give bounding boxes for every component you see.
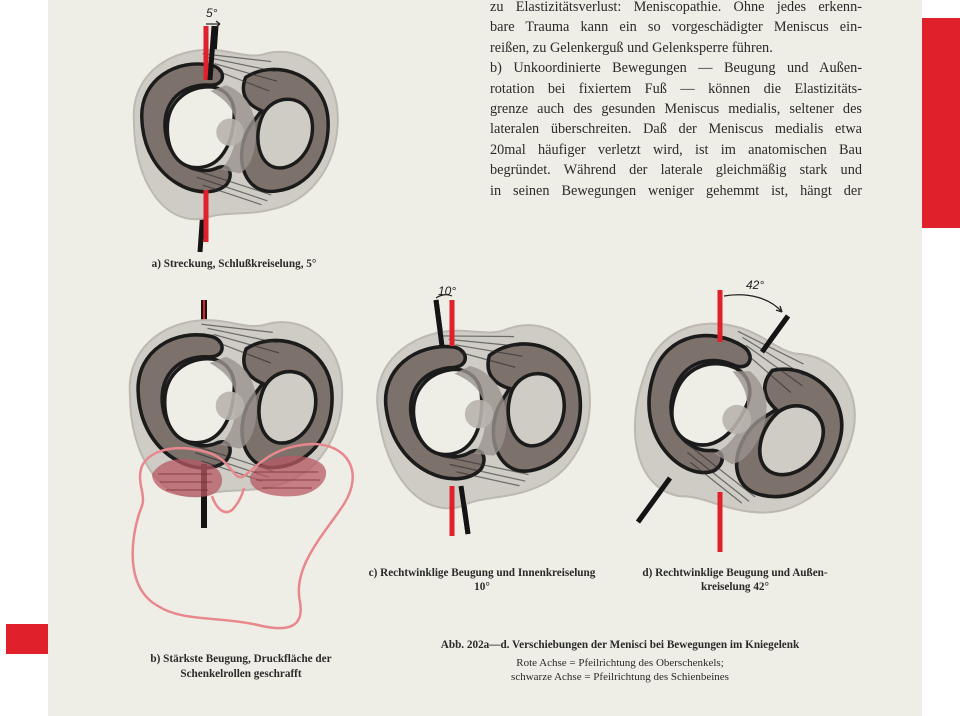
caption-c-line1: c) Rechtwinklige Beugung und Innenkreise… [368, 567, 596, 579]
caption-d-line2: kreiselung 42° [701, 581, 769, 593]
caption-b-line2: Schenkelrollen geschrafft [180, 668, 302, 680]
caption-d-line1: d) Rechtwinklige Beugung und Außen- [642, 567, 828, 579]
body-text: zu Elastizitätsverlust: Meniscopathie. O… [490, 0, 862, 201]
text-line: rotation bei fixiertem Fuß — können die … [490, 80, 862, 97]
text-line: lateralen überschreiten. Daß der Meniscu… [490, 121, 862, 138]
figure-b [112, 296, 372, 646]
knee-diagram-extension [131, 20, 340, 253]
knee-diagram-flexion [127, 300, 354, 630]
book-page: zu Elastizitätsverlust: Meniscopathie. O… [48, 0, 922, 716]
legend-black-axis: schwarze Achse = Pfeilrichtung des Schie… [511, 671, 729, 683]
legend-red-axis: Rote Achse = Pfeilrichtung des Oberschen… [516, 657, 724, 669]
figure-a: 5° [120, 6, 350, 260]
angle-label: 42° [746, 278, 765, 292]
caption-c-line2: 10° [474, 581, 490, 593]
figure-title: Abb. 202a—d. Verschiebungen der Menisci … [440, 639, 800, 651]
knee-diagram-internal-rotation [368, 294, 602, 536]
text-line: grenze auch des gesunden Meniscus medial… [490, 101, 862, 118]
angle-label: 10° [438, 284, 457, 298]
red-corner-decoration-left [6, 624, 50, 654]
text-line: reißen, zu Gelenkerguß und Gelenksperre … [490, 39, 773, 56]
text-line: 20mal häufiger verletzt wird, ist im ana… [490, 141, 862, 158]
figure-d: 42° [607, 278, 877, 558]
text-line: bare Trauma kann ein so vorgeschädigter … [490, 19, 862, 36]
text-line: begründet. Während der laterale gleichmä… [490, 162, 862, 179]
angle-label: 5° [206, 6, 218, 20]
caption-a: a) Streckung, Schlußkreiselung, 5° [151, 258, 317, 270]
text-line: zu Elastizitätsverlust: Meniscopathie. O… [490, 0, 862, 15]
caption-b-line1: b) Stärkste Beugung, Druckfläche der [150, 653, 332, 665]
red-corner-decoration [922, 18, 960, 228]
text-line: b) Unkoordinierte Bewegungen — Beugung u… [490, 60, 862, 77]
knee-diagram-external-rotation [607, 290, 877, 552]
figure-c: 10° [368, 284, 602, 548]
text-line: in seinen Bewegungen weniger gehemmt ist… [490, 182, 862, 199]
